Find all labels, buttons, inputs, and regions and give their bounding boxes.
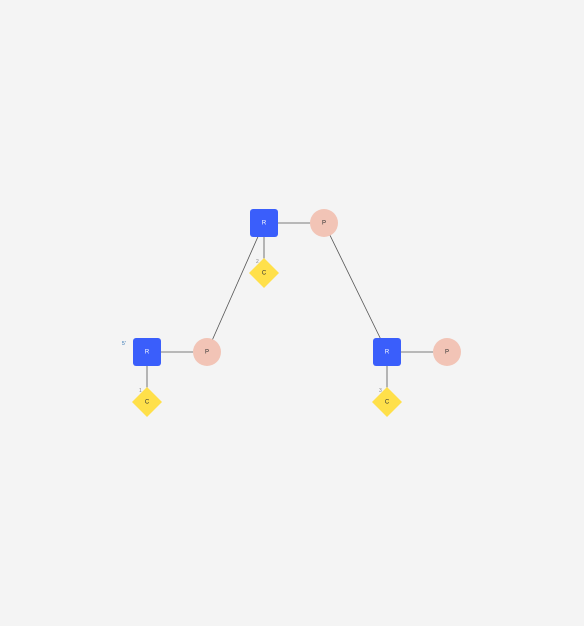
ribose-node-3[interactable]: R xyxy=(373,338,401,366)
nucleotide-unit-3: R P 3 C xyxy=(372,338,461,417)
phosphate-shape-1 xyxy=(193,338,221,366)
base-shape-1 xyxy=(132,387,162,417)
base-label-2: C xyxy=(262,271,267,277)
base-node-1[interactable]: C xyxy=(132,387,162,417)
nucleotide-unit-2: R P 2 C xyxy=(249,209,338,288)
phosphate-label-1: P xyxy=(205,350,209,356)
ribose-node-1[interactable]: R xyxy=(133,338,161,366)
phosphate-node-2[interactable]: P xyxy=(310,209,338,237)
base-label-3: C xyxy=(385,400,390,406)
base-shape-2 xyxy=(249,258,279,288)
phosphate-shape-2 xyxy=(310,209,338,237)
phosphate-label-2: P xyxy=(322,221,326,227)
edges xyxy=(146,222,447,402)
ribose-label-3: R xyxy=(385,350,390,356)
base-shape-3 xyxy=(372,387,402,417)
base-node-2[interactable]: C xyxy=(249,258,279,288)
nucleotide-unit-1: R P 1 C xyxy=(132,338,221,417)
phosphate-node-3[interactable]: P xyxy=(433,338,461,366)
five-prime-end-label: 5' xyxy=(122,341,126,347)
ribose-shape-1 xyxy=(133,338,161,366)
phosphate-node-1[interactable]: P xyxy=(193,338,221,366)
base-label-1: C xyxy=(145,400,150,406)
ribose-label-2: R xyxy=(262,221,267,227)
ribose-shape-2 xyxy=(250,209,278,237)
phosphate-label-3: P xyxy=(445,350,449,356)
base-position-label-1: 1 xyxy=(139,388,142,394)
base-position-label-3: 3 xyxy=(379,388,382,394)
edge-phosphate1-ribose2 xyxy=(206,222,265,353)
phosphate-shape-3 xyxy=(433,338,461,366)
ribose-label-1: R xyxy=(145,350,150,356)
ribose-node-2[interactable]: R xyxy=(250,209,278,237)
base-node-3[interactable]: C xyxy=(372,387,402,417)
ribose-shape-3 xyxy=(373,338,401,366)
edge-phosphate2-ribose3 xyxy=(323,222,388,353)
base-position-label-2: 2 xyxy=(256,259,259,265)
